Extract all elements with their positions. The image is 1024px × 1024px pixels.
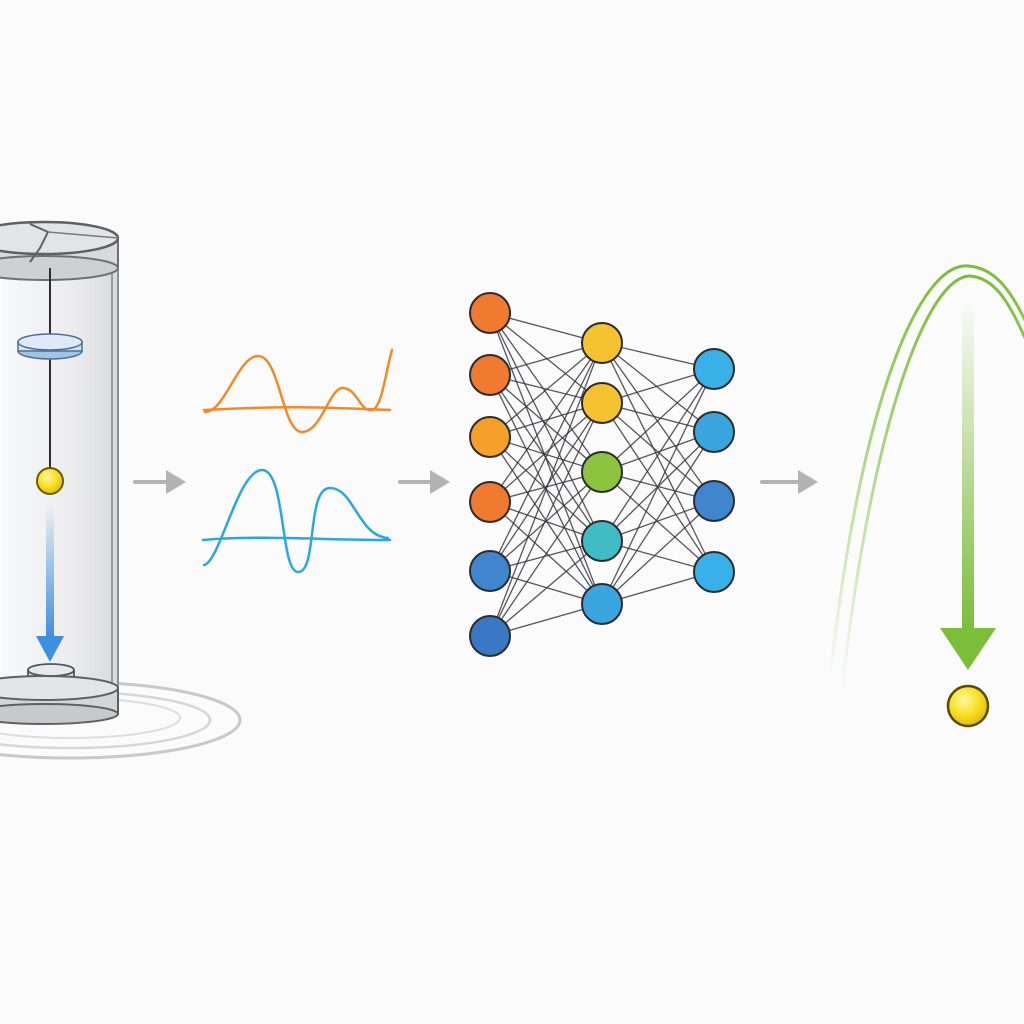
parabolic-trajectory-icon	[700, 264, 1024, 728]
hidden-node-3	[581, 451, 623, 493]
network-connection	[489, 342, 603, 503]
network-connection	[489, 312, 603, 473]
drop-ball-icon	[36, 467, 64, 495]
landing-ball-icon	[946, 684, 990, 728]
network-connection	[601, 342, 715, 433]
network-connection	[489, 312, 603, 404]
drop-tube-icon	[0, 220, 242, 760]
hidden-node-4	[581, 520, 623, 562]
input-node-4	[469, 481, 511, 523]
output-node-4	[693, 551, 735, 593]
input-node-5	[469, 550, 511, 592]
tube-base	[0, 675, 119, 725]
input-node-2	[469, 354, 511, 396]
waveform-icon	[201, 348, 394, 574]
neural-network-icon	[469, 292, 735, 657]
output-node-3	[693, 480, 735, 522]
network-connection	[601, 342, 715, 573]
trajectory-arc	[828, 264, 1024, 691]
network-connection	[489, 342, 603, 637]
drop-arrow-icon	[36, 505, 64, 662]
network-connection	[601, 500, 715, 605]
network-connection	[489, 540, 603, 637]
network-connection	[489, 342, 603, 572]
network-connection	[601, 342, 715, 502]
blue-waveform	[201, 468, 392, 574]
network-connection	[601, 368, 715, 542]
descent-arrow-icon	[940, 300, 996, 670]
input-node-3	[469, 416, 511, 458]
hidden-node-2	[581, 382, 623, 424]
network-connection	[489, 402, 603, 637]
output-node-2	[693, 411, 735, 453]
network-connection	[601, 368, 715, 605]
network-connection	[489, 402, 603, 503]
release-disc	[17, 333, 83, 360]
flow-arrow-2-icon	[398, 470, 450, 494]
flow-arrow-3-icon	[760, 470, 818, 494]
tube-top-cap	[0, 220, 120, 281]
network-connection	[601, 471, 715, 573]
network-connection	[489, 342, 603, 438]
output-node-1	[693, 348, 735, 390]
flow-arrow-1-icon	[133, 470, 186, 494]
hidden-node-5	[581, 583, 623, 625]
input-node-6	[469, 615, 511, 657]
network-connection	[489, 471, 603, 572]
network-connection	[489, 471, 603, 637]
network-connection	[601, 368, 715, 473]
network-connection	[601, 431, 715, 605]
input-node-1	[469, 292, 511, 334]
network-connection	[489, 312, 603, 542]
network-connection	[489, 402, 603, 572]
orange-waveform	[202, 348, 394, 434]
hidden-node-1	[581, 322, 623, 364]
